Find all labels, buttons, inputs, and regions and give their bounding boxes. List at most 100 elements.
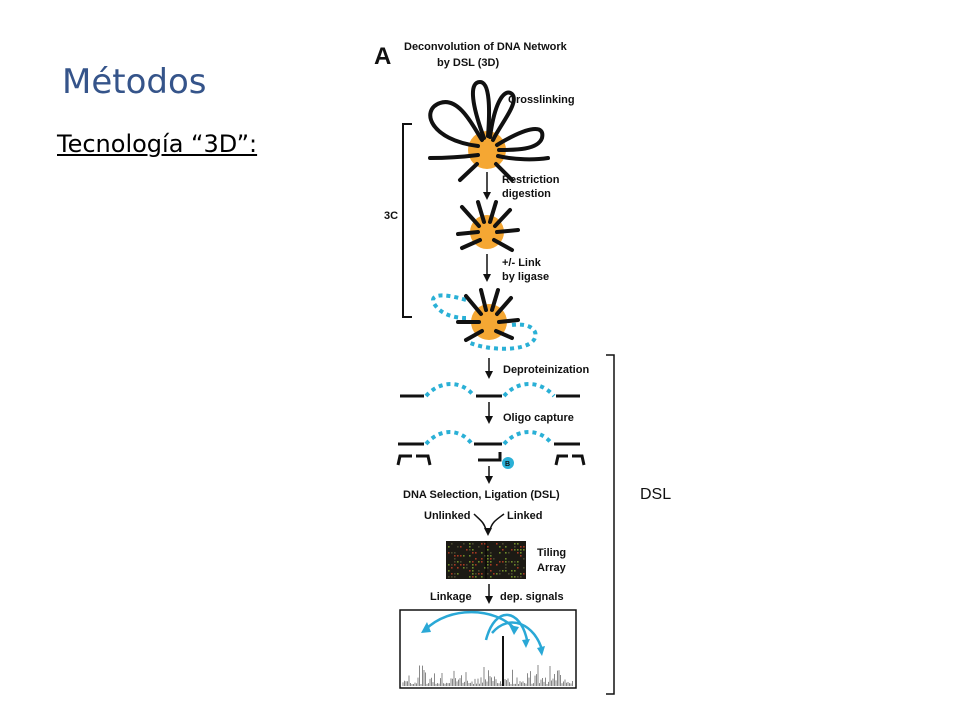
array-spot <box>523 558 525 560</box>
bead <box>502 457 514 469</box>
array-spot <box>457 561 459 563</box>
array-spot <box>496 543 498 545</box>
array-spot <box>454 558 456 560</box>
array-spot <box>511 561 513 563</box>
dna-strand <box>458 162 479 182</box>
array-spot <box>457 567 459 569</box>
array-spot <box>481 558 483 560</box>
ligated-dna-loop <box>467 322 538 351</box>
array-spot <box>520 549 522 551</box>
array-spot <box>454 552 456 554</box>
array-spot <box>475 552 477 554</box>
merge-arrows <box>473 513 505 536</box>
array-spot <box>514 543 516 545</box>
array-spot <box>499 561 501 563</box>
array-spot <box>448 570 450 572</box>
array-spot <box>490 558 492 560</box>
ligated-dna-loop <box>431 293 467 320</box>
array-spot <box>511 570 513 572</box>
array-spot <box>469 543 471 545</box>
dna-loop <box>470 79 492 140</box>
array-spot <box>499 546 501 548</box>
figure-heading-line2: by DSL (3D) <box>437 57 499 69</box>
panel-letter: A <box>374 43 391 70</box>
array-spot <box>460 555 462 557</box>
array-spot <box>451 543 453 545</box>
array-spot <box>475 573 477 575</box>
array-spot <box>448 576 450 578</box>
array-spot <box>475 576 477 578</box>
step-linkage: Linkage <box>430 591 472 603</box>
array-spot <box>487 555 489 557</box>
array-spot <box>466 567 468 569</box>
array-spot <box>490 576 492 578</box>
array-spot <box>523 573 525 575</box>
array-spot <box>451 552 453 554</box>
array-spot <box>496 573 498 575</box>
array-spot <box>463 564 465 566</box>
deproteinized-dna <box>400 382 580 398</box>
step-tiling-line2: Array <box>537 562 567 574</box>
dna-strand <box>428 153 480 160</box>
array-spot <box>499 570 501 572</box>
array-spot <box>520 573 522 575</box>
array-spot <box>508 552 510 554</box>
array-spot <box>481 543 483 545</box>
array-spot <box>499 552 501 554</box>
array-spot <box>517 576 519 578</box>
array-spot <box>517 564 519 566</box>
array-spot <box>448 552 450 554</box>
step-unlinked: Unlinked <box>424 510 470 522</box>
array-spot <box>487 567 489 569</box>
array-spot <box>505 558 507 560</box>
array-spot <box>520 576 522 578</box>
dna-loop <box>488 90 516 142</box>
array-spot <box>514 546 516 548</box>
array-spot <box>469 549 471 551</box>
array-spot <box>454 561 456 563</box>
array-spot <box>463 555 465 557</box>
array-spot <box>517 552 519 554</box>
array-spot <box>487 549 489 551</box>
array-spot <box>490 561 492 563</box>
array-spot <box>505 564 507 566</box>
array-spot <box>472 561 474 563</box>
array-spot <box>454 564 456 566</box>
array-spot <box>448 546 450 548</box>
array-spot <box>472 564 474 566</box>
array-spot <box>460 546 462 548</box>
array-spot <box>517 567 519 569</box>
figure-heading-line1: Deconvolution of DNA Network <box>404 41 568 53</box>
array-spot <box>502 549 504 551</box>
array-spot <box>493 573 495 575</box>
array-spot <box>472 570 474 572</box>
array-spot <box>451 573 453 575</box>
array-spot <box>484 543 486 545</box>
array-spot <box>487 561 489 563</box>
linkage-arc <box>484 613 529 641</box>
ligated-chromatin <box>431 288 538 351</box>
array-spot <box>457 573 459 575</box>
array-spot <box>514 561 516 563</box>
array-spot <box>523 567 525 569</box>
array-spot <box>523 549 525 551</box>
digested-chromatin <box>456 200 520 252</box>
array-spot <box>505 567 507 569</box>
tiling-array <box>446 541 526 579</box>
array-spot <box>463 543 465 545</box>
linkage-arc <box>491 621 544 651</box>
array-spot <box>520 552 522 554</box>
step-dna-selection: DNA Selection, Ligation (DSL) <box>403 489 560 501</box>
array-spot <box>514 549 516 551</box>
dna-loop <box>495 126 545 152</box>
array-spot <box>511 576 513 578</box>
array-spot <box>457 555 459 557</box>
array-spots <box>448 543 525 578</box>
array-spot <box>478 561 480 563</box>
array-spot <box>460 564 462 566</box>
array-spot <box>487 573 489 575</box>
array-spot <box>508 561 510 563</box>
array-spot <box>475 564 477 566</box>
array-spot <box>454 555 456 557</box>
